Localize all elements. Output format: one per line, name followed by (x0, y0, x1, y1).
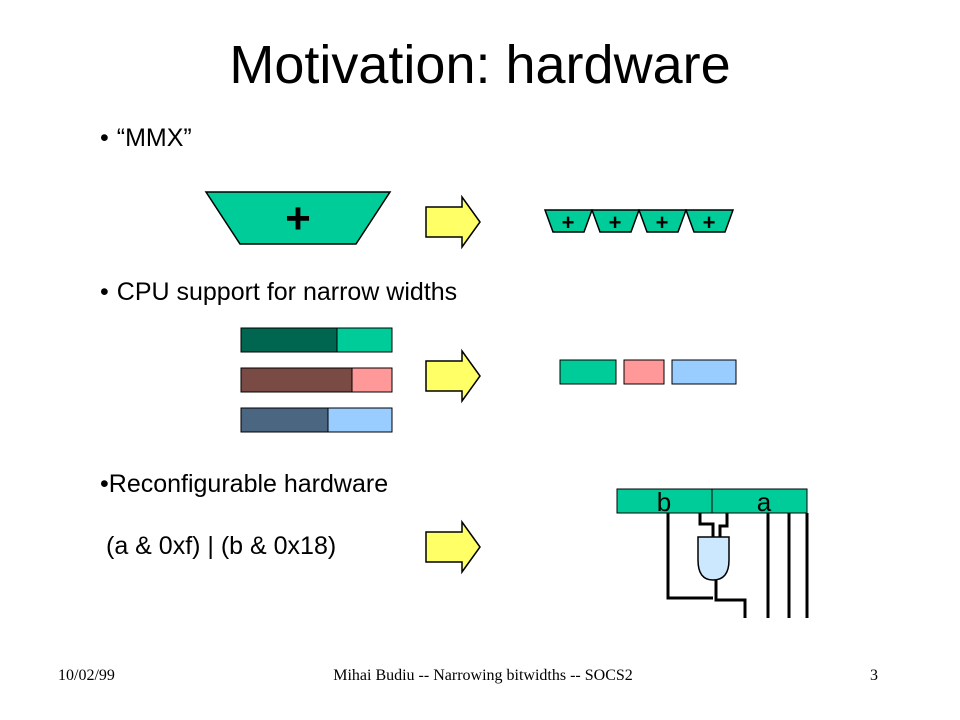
circuit-diagram: b a (616, 487, 809, 618)
bullet-dot: • (100, 124, 109, 152)
footer-date: 10/02/99 (58, 667, 115, 684)
wide-adder-label: + (285, 194, 311, 243)
register-a-label: a (757, 487, 772, 517)
footer-page-number: 3 (870, 667, 878, 684)
register-used-bits (327, 407, 393, 433)
register-b-label: b (657, 487, 671, 517)
bullet-mmx: •“MMX” (100, 122, 192, 154)
bullet-text-mmx: “MMX” (116, 124, 192, 152)
footer-presenter: Mihai Budiu -- Narrowing bitwidths -- SO… (333, 667, 633, 684)
circuit-wires (666, 513, 809, 618)
bullet-text-cpu: CPU support for narrow widths (116, 278, 458, 306)
bullet-reconfig: •Reconfigurable hardware (100, 468, 388, 500)
expression-text: (a & 0xf) | (b & 0x18) (106, 532, 337, 560)
bullet-dot: • (100, 470, 109, 498)
small-adder-shape (543, 209, 594, 233)
register-used-bits (336, 327, 393, 353)
register-a (711, 488, 808, 514)
slide-title: Motivation: hardware (229, 35, 731, 95)
arrow-right-icon (425, 519, 481, 575)
arrow-right-icon (425, 194, 481, 250)
bullet-cpu: •CPU support for narrow widths (100, 276, 457, 308)
and-gate-icon (697, 536, 730, 581)
small-adder-label: + (562, 210, 575, 235)
bullet-text-reconfig: Reconfigurable hardware (108, 470, 389, 498)
register-unused-bits (240, 407, 329, 433)
small-adder-label: + (703, 210, 716, 235)
packed-value (559, 359, 617, 385)
small-adder-label: + (656, 210, 669, 235)
small-adder-shape (637, 209, 688, 233)
register-b (616, 488, 713, 514)
wide-adder-shape (204, 191, 392, 245)
small-adder-shape (590, 209, 641, 233)
packed-value (671, 359, 737, 385)
bullet-dot: • (100, 278, 109, 306)
register-used-bits (351, 367, 393, 393)
small-adder-label: + (609, 210, 622, 235)
register-unused-bits (240, 327, 338, 353)
small-adder-shape (684, 209, 735, 233)
packed-value (623, 359, 665, 385)
arrow-right-icon (425, 348, 481, 404)
register-unused-bits (240, 367, 353, 393)
